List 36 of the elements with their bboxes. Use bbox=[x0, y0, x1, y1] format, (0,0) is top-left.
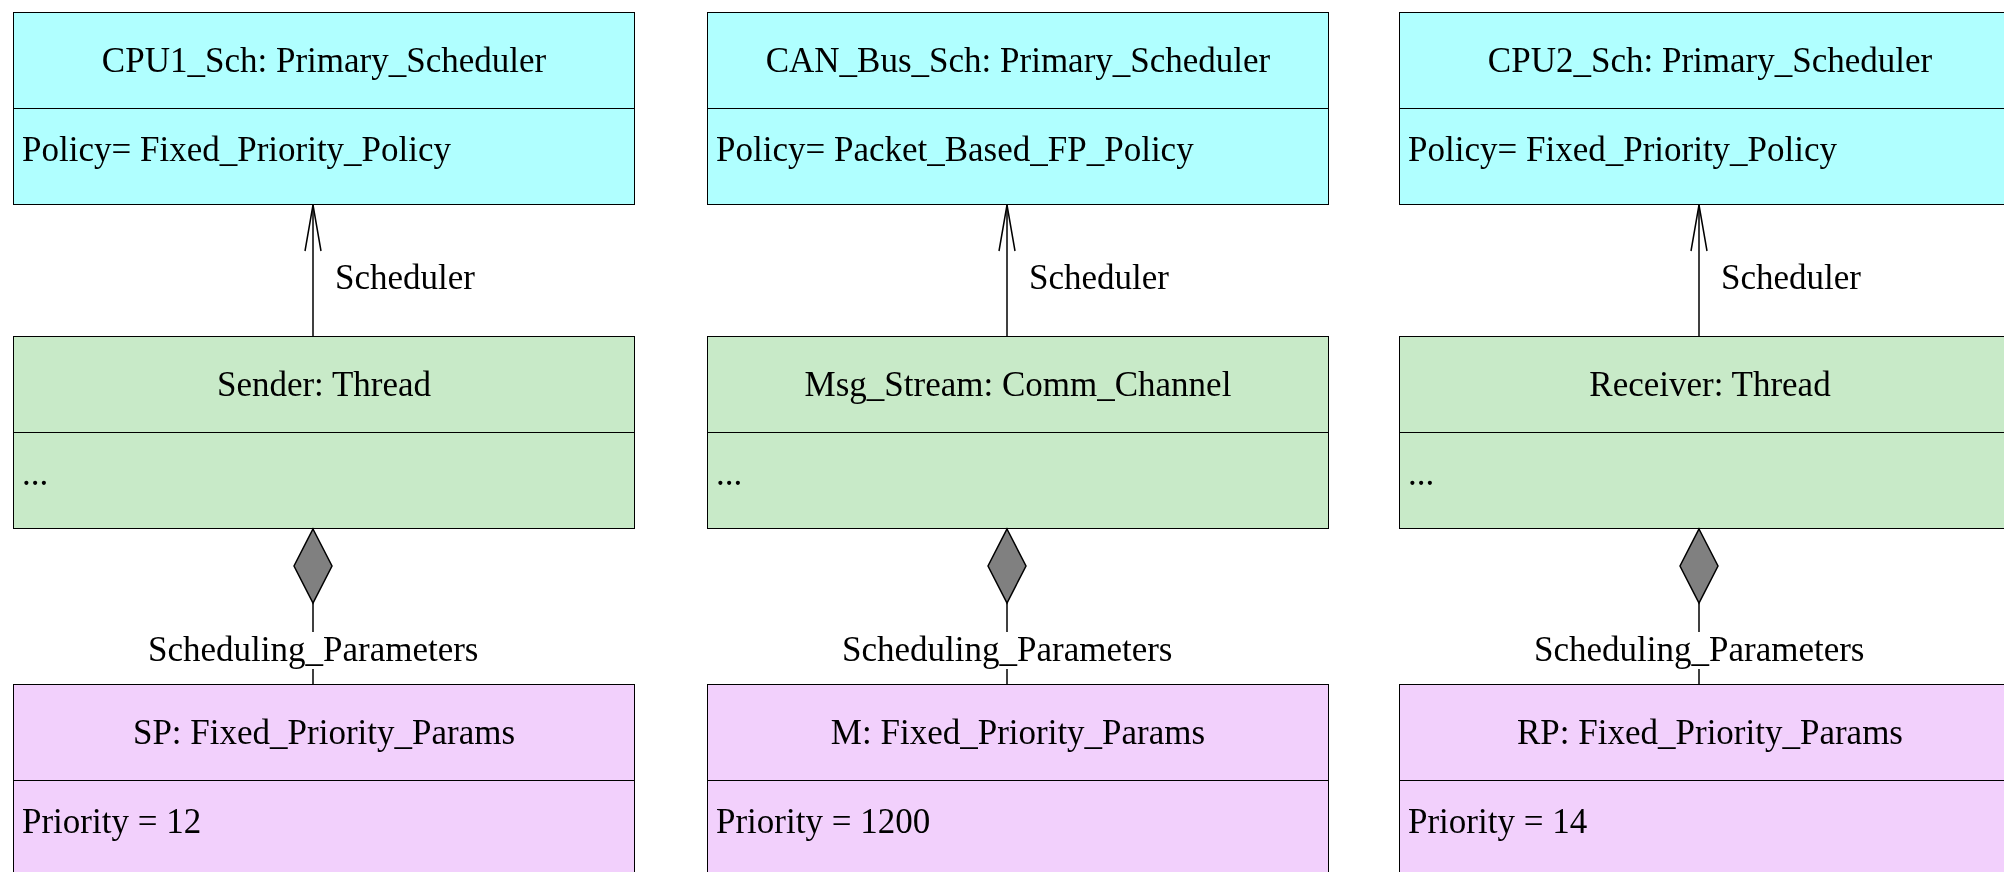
object-name: CAN_Bus_Sch: Primary_Scheduler bbox=[765, 40, 1271, 81]
attribute-text: Priority = 14 bbox=[1408, 802, 1588, 842]
object-box bbox=[707, 336, 1329, 529]
attribute-text: Policy= Fixed_Priority_Policy bbox=[22, 130, 452, 170]
composition-line bbox=[987, 528, 1027, 685]
object-box bbox=[13, 684, 635, 872]
edge-label: Scheduling_Parameters bbox=[148, 632, 479, 669]
object-box bbox=[13, 12, 635, 205]
association-arrow bbox=[998, 204, 1016, 337]
attribute-text: Policy= Fixed_Priority_Policy bbox=[1408, 130, 1838, 170]
object-name: SP: Fixed_Priority_Params bbox=[132, 712, 516, 753]
association-arrow bbox=[1690, 204, 1708, 337]
object-name: CPU1_Sch: Primary_Scheduler bbox=[101, 40, 547, 81]
object-name: Msg_Stream: Comm_Channel bbox=[804, 364, 1232, 405]
object-name: Receiver: Thread bbox=[1589, 364, 1831, 405]
object-box bbox=[1399, 12, 2004, 205]
object-box bbox=[707, 684, 1329, 872]
attribute-text: Priority = 12 bbox=[22, 802, 202, 842]
object-box bbox=[1399, 684, 2004, 872]
association-arrow bbox=[304, 204, 322, 337]
attribute-text: ... bbox=[22, 454, 49, 494]
attribute-text: ... bbox=[1408, 454, 1435, 494]
composition-line bbox=[1679, 528, 1719, 685]
edge-label: Scheduling_Parameters bbox=[1534, 632, 1865, 669]
object-name: RP: Fixed_Priority_Params bbox=[1517, 712, 1903, 753]
object-name: CPU2_Sch: Primary_Scheduler bbox=[1487, 40, 1933, 81]
object-name: Sender: Thread bbox=[216, 364, 432, 405]
object-box bbox=[707, 12, 1329, 205]
object-name: M: Fixed_Priority_Params bbox=[830, 712, 1206, 753]
object-box bbox=[1399, 336, 2004, 529]
edge-label: Scheduling_Parameters bbox=[842, 632, 1173, 669]
composition-line bbox=[293, 528, 333, 685]
attribute-text: ... bbox=[716, 454, 743, 494]
attribute-text: Priority = 1200 bbox=[716, 802, 931, 842]
object-box bbox=[13, 336, 635, 529]
attribute-text: Policy= Packet_Based_FP_Policy bbox=[716, 130, 1194, 170]
